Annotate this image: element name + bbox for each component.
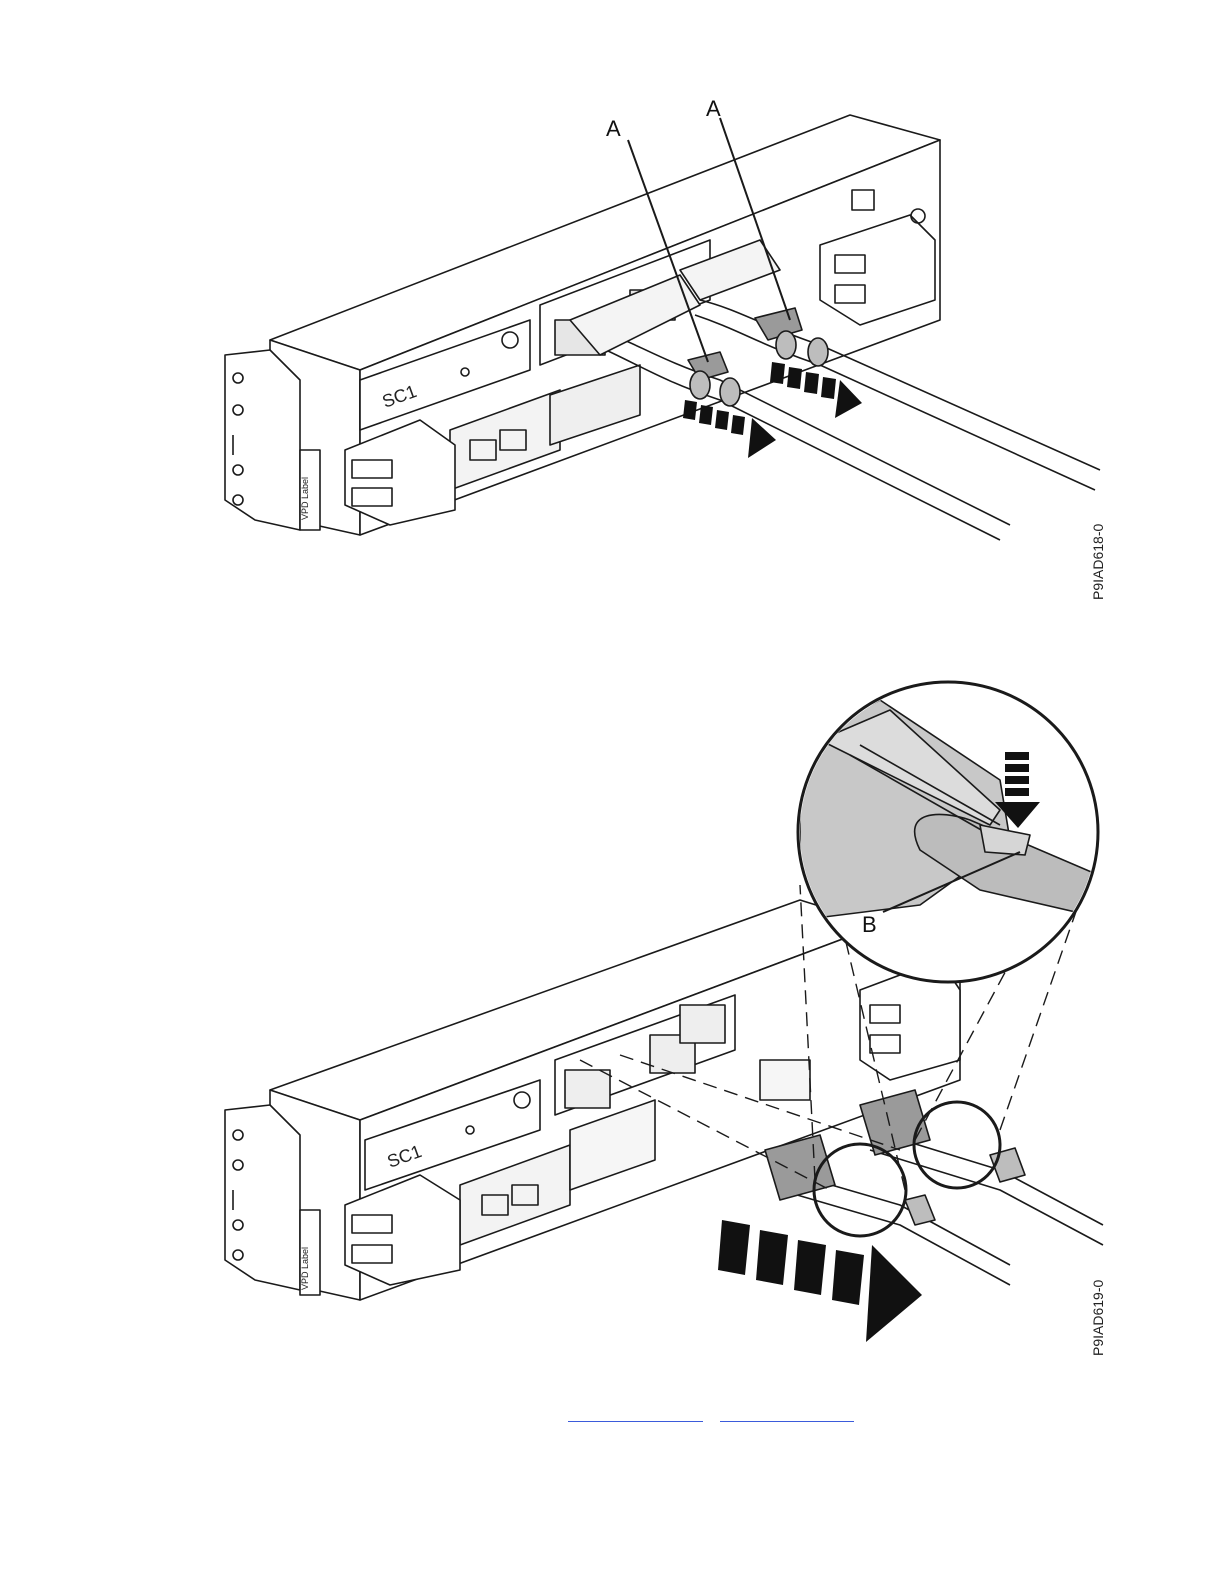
vpd-label-text: VPD Label <box>300 1247 310 1290</box>
server-rear-illustration-2: B SC1 VPD Label <box>0 660 1224 1380</box>
figure-cable-removal: B SC1 VPD Label <box>0 660 1224 1380</box>
callout-b: B <box>862 912 877 937</box>
vpd-label-text: VPD Label <box>300 477 310 520</box>
figure-id-label: P9IAD619-0 <box>1090 1280 1106 1356</box>
next-topic-link[interactable] <box>720 1405 854 1422</box>
figure-id-label: P9IAD618-0 <box>1090 524 1106 600</box>
figure-cable-clip-release: A A SC1 VPD Label <box>0 0 1224 640</box>
callout-a-right: A <box>706 96 721 121</box>
pull-arrow-large <box>718 1220 922 1342</box>
nav-links <box>568 1405 868 1425</box>
pull-arrow-2 <box>770 362 862 418</box>
previous-topic-link[interactable] <box>568 1405 703 1422</box>
callout-a-left: A <box>606 116 621 141</box>
server-rear-illustration-1: A A SC1 VPD Label <box>0 0 1224 640</box>
